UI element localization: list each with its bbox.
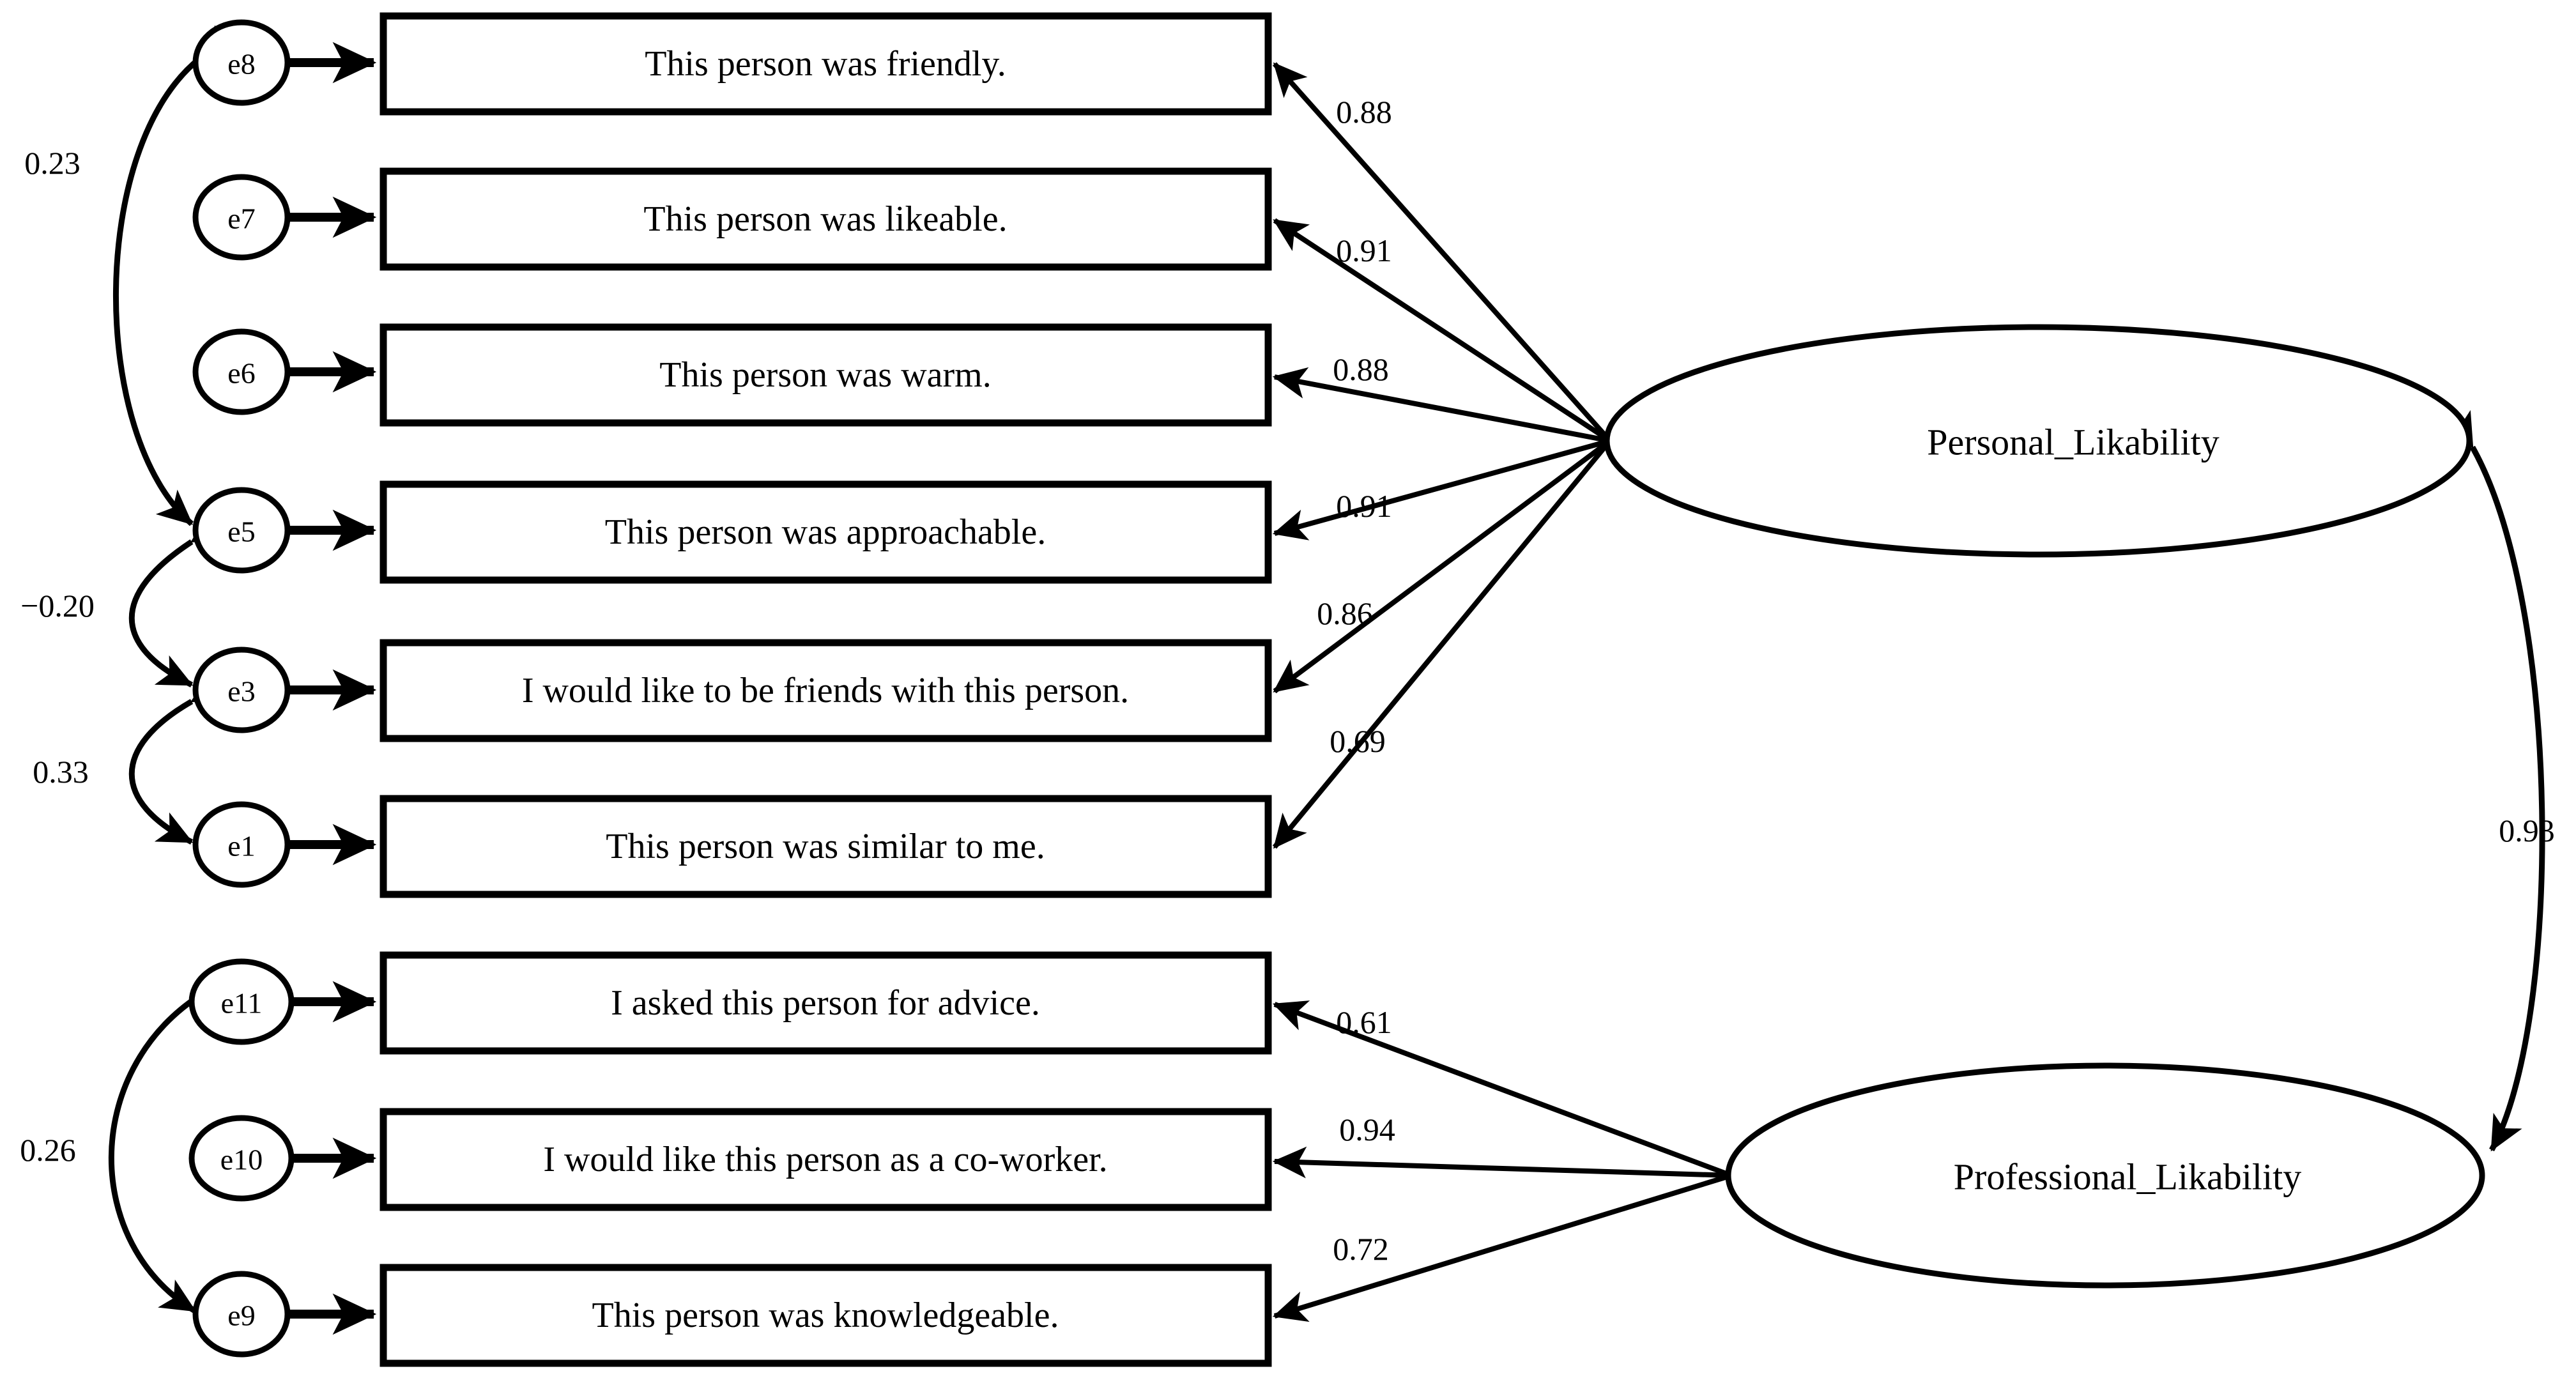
indicator-box-i5[interactable] [379, 480, 1272, 584]
indicator-label-i9: This person was knowledgeable. [592, 1296, 1059, 1335]
error-label-e10: e10 [220, 1144, 263, 1176]
loading-value-personal-i5: 0.91 [1336, 488, 1392, 524]
error-circles [188, 19, 295, 1358]
indicator-box-i6[interactable] [379, 323, 1272, 427]
error-label-e11: e11 [221, 987, 263, 1020]
loading-arrow-professional-i11 [1273, 1000, 1733, 1178]
loading-arrow-personal-i3 [1273, 438, 1612, 694]
indicator-label-i10: I would like this person as a co-worker. [543, 1140, 1107, 1179]
error-label-e9: e9 [227, 1299, 255, 1332]
covariance-curve-e8-e5 [113, 25, 236, 526]
error-circle-e1[interactable] [192, 801, 291, 888]
indicator-label-i3: I would like to be friends with this per… [522, 671, 1129, 710]
indicator-label-i8: This person was friendly. [645, 44, 1006, 84]
error-covariance-curves [108, 25, 236, 1313]
error-circle-e11[interactable] [188, 958, 295, 1045]
latent-ellipse-professional[interactable] [1725, 1062, 2485, 1289]
indicator-box-i1[interactable] [379, 795, 1272, 898]
indicator-labels: This person was friendly. This person wa… [522, 44, 1129, 1335]
indicator-label-i5: This person was approachable. [605, 512, 1046, 552]
indicator-box-i11[interactable] [379, 951, 1272, 1055]
latent-ellipse-personal[interactable] [1604, 324, 2472, 558]
loading-arrow-personal-i1 [1272, 439, 1613, 849]
error-to-indicator-arrows [289, 42, 377, 1335]
error-circle-e9[interactable] [192, 1271, 291, 1358]
covariance-value-e3-e1: 0.33 [33, 754, 89, 790]
loading-value-professional-i9: 0.72 [1333, 1231, 1389, 1267]
covariance-value-personal-professional: 0.93 [2499, 813, 2555, 848]
loading-value-personal-i6: 0.88 [1333, 351, 1389, 387]
loading-arrow-personal-i7 [1273, 218, 1612, 443]
covariance-value-e5-e3: −0.20 [20, 588, 95, 624]
loading-arrow-professional-i10 [1272, 1146, 1732, 1179]
error-labels: e8 e7 e6 e5 e3 e1 e11 e10 e9 [220, 48, 263, 1332]
indicator-label-i11: I asked this person for advice. [611, 983, 1040, 1023]
error-label-e6: e6 [227, 357, 255, 390]
loading-value-personal-i3: 0.86 [1317, 595, 1373, 631]
covariance-value-e11-e9: 0.26 [20, 1132, 76, 1168]
loading-arrow-personal-i8 [1273, 62, 1612, 443]
covariance-labels: 0.23 −0.20 0.33 0.26 0.93 [20, 145, 2555, 1168]
indicator-label-i6: This person was warm. [659, 355, 991, 395]
indicator-box-i8[interactable] [379, 12, 1272, 116]
loading-coefficient-labels: 0.88 0.91 0.88 0.91 0.86 0.69 0.61 0.94 … [1317, 94, 1395, 1267]
error-label-e3: e3 [227, 675, 255, 708]
error-circle-e5[interactable] [192, 487, 291, 574]
covariance-curve-personal-professional [2442, 410, 2545, 1152]
loading-arrow-personal-i6 [1272, 367, 1611, 443]
covariance-curve-e5-e3 [128, 509, 229, 688]
error-label-e7: e7 [227, 203, 255, 235]
indicator-box-i3[interactable] [379, 639, 1272, 742]
loading-value-professional-i10: 0.94 [1339, 1112, 1395, 1147]
loading-value-professional-i11: 0.61 [1336, 1004, 1392, 1040]
error-circle-e8[interactable] [192, 19, 291, 106]
covariance-curve-e3-e1 [128, 670, 229, 845]
indicator-label-i1: This person was similar to me. [606, 827, 1045, 866]
loading-value-personal-i8: 0.88 [1336, 94, 1392, 130]
indicator-box-i9[interactable] [379, 1264, 1272, 1367]
error-circle-e7[interactable] [192, 174, 291, 261]
covariance-curve-e11-e9 [108, 964, 235, 1313]
indicator-box-i7[interactable] [379, 167, 1272, 271]
error-label-e8: e8 [227, 48, 255, 80]
loading-arrow-professional-i9 [1272, 1173, 1733, 1322]
error-circle-e3[interactable] [192, 647, 291, 733]
loading-arrows [1272, 62, 1733, 1322]
error-label-e1: e1 [227, 830, 255, 862]
error-label-e5: e5 [227, 516, 255, 548]
indicator-boxes [379, 12, 1272, 1367]
indicator-label-i7: This person was likeable. [643, 199, 1007, 239]
loading-arrow-personal-i5 [1272, 438, 1611, 540]
error-circle-e10[interactable] [188, 1115, 295, 1202]
loading-value-personal-i7: 0.91 [1336, 233, 1392, 268]
latent-label-personal: Personal_Likability [1927, 422, 2220, 463]
loading-value-personal-i1: 0.69 [1330, 723, 1386, 759]
indicator-box-i10[interactable] [379, 1108, 1272, 1211]
covariance-value-e8-e5: 0.23 [24, 145, 80, 181]
latent-label-professional: Professional_Likability [1954, 1156, 2302, 1198]
latent-ellipses [1604, 324, 2485, 1289]
error-circle-e6[interactable] [192, 328, 291, 415]
